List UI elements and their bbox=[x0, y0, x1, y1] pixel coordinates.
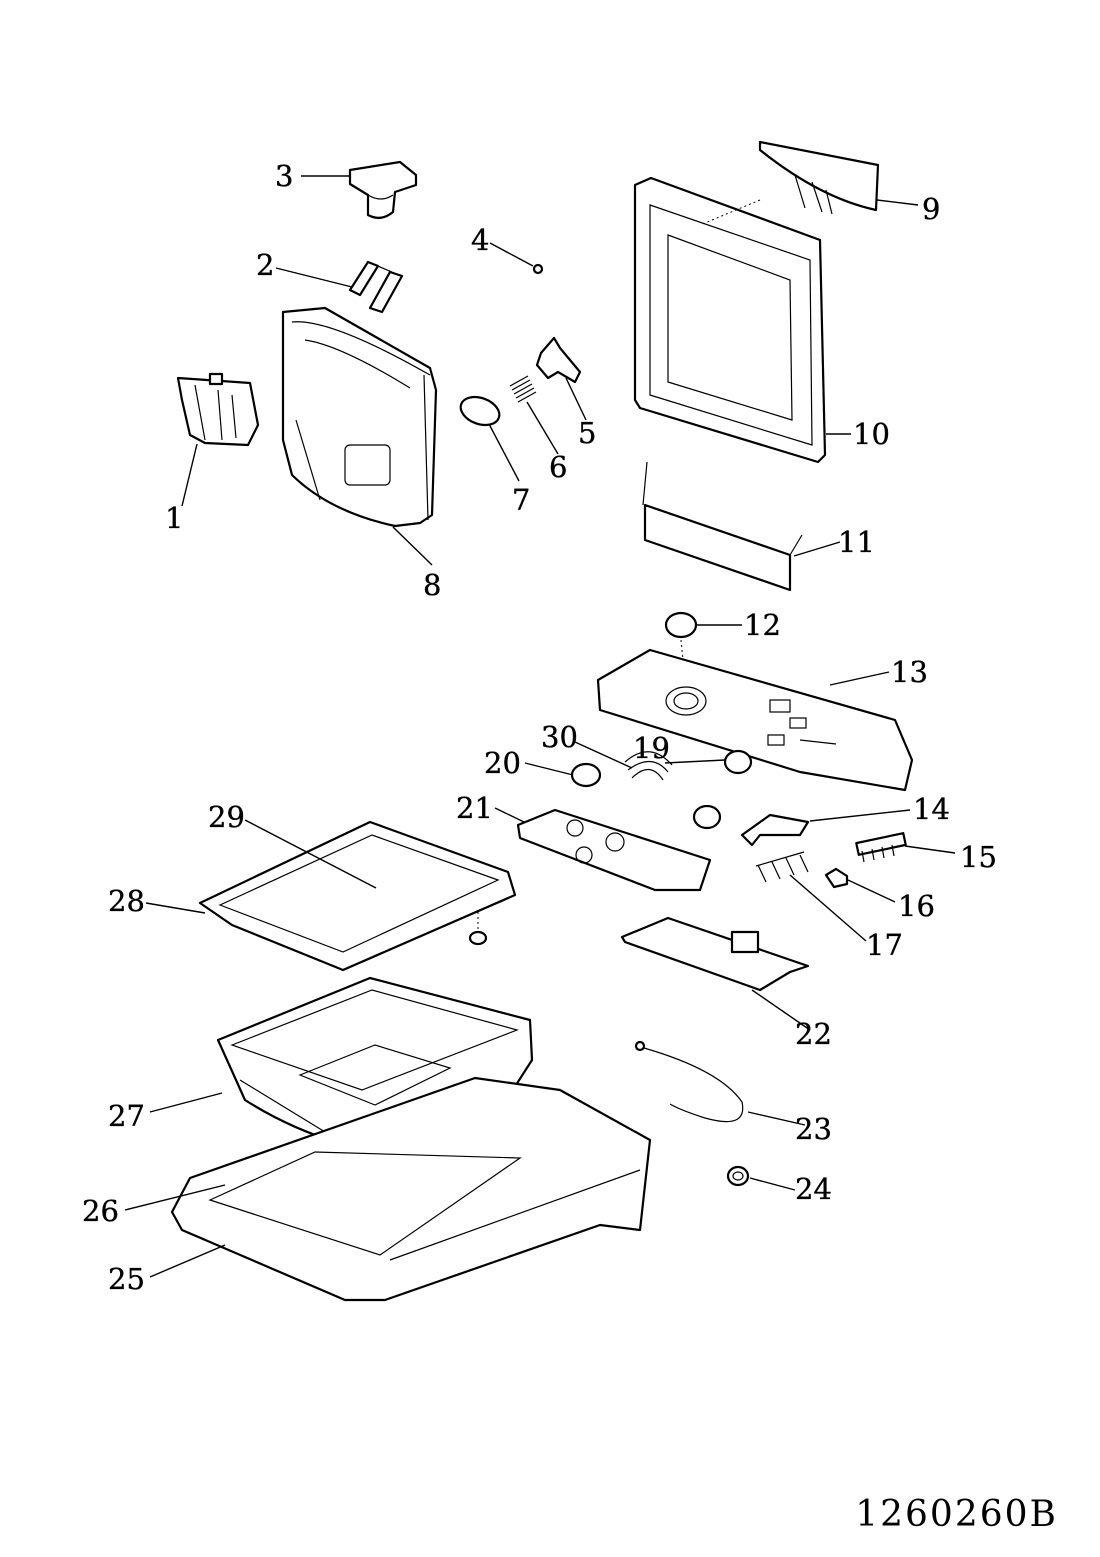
callout-22: 22 bbox=[795, 1017, 832, 1051]
part-22-circuit-board bbox=[620, 916, 810, 992]
part-23-cable bbox=[634, 1040, 744, 1123]
part-11-bracket bbox=[642, 461, 803, 592]
callout-7: 7 bbox=[512, 483, 530, 517]
callout-12: 12 bbox=[744, 608, 781, 642]
part-15-connector bbox=[855, 832, 907, 863]
callout-11: 11 bbox=[838, 525, 875, 559]
callout-6: 6 bbox=[549, 450, 567, 484]
drawing-code: 1260260B bbox=[855, 1494, 1058, 1535]
callout-27: 27 bbox=[108, 1099, 145, 1133]
callout-9: 9 bbox=[922, 192, 940, 226]
leader-lines bbox=[124, 175, 956, 1278]
part-24-grommet bbox=[726, 1165, 750, 1187]
callout-4: 4 bbox=[471, 223, 489, 257]
callout-14: 14 bbox=[913, 792, 950, 826]
part-19-button bbox=[692, 749, 753, 830]
callout-3: 3 bbox=[275, 159, 293, 193]
callout-26: 26 bbox=[82, 1194, 119, 1228]
part-8-dispenser-drawer bbox=[281, 306, 438, 528]
callout-19: 19 bbox=[633, 731, 670, 765]
callout-24: 24 bbox=[795, 1172, 832, 1206]
callout-8: 8 bbox=[423, 568, 441, 602]
callout-5: 5 bbox=[578, 416, 596, 450]
callout-13: 13 bbox=[891, 655, 928, 689]
callout-28: 28 bbox=[108, 884, 145, 918]
part-2-clip bbox=[348, 260, 404, 314]
part-7-button bbox=[459, 395, 501, 427]
part-21-board-support bbox=[516, 808, 712, 892]
part-1-door-lock bbox=[176, 372, 260, 447]
part-10-lid bbox=[633, 176, 827, 464]
callout-16: 16 bbox=[898, 889, 935, 923]
part-3-knob bbox=[348, 160, 418, 219]
callout-17: 17 bbox=[866, 928, 903, 962]
callout-21: 21 bbox=[456, 791, 493, 825]
part-28-top-frame bbox=[198, 820, 517, 972]
part-14-key-panel bbox=[740, 813, 810, 847]
callout-15: 15 bbox=[960, 840, 997, 874]
callout-2: 2 bbox=[256, 248, 274, 282]
part-5-lever bbox=[535, 336, 582, 384]
part-6-spring bbox=[509, 375, 537, 403]
callout-1: 1 bbox=[165, 501, 183, 535]
callout-23: 23 bbox=[795, 1112, 832, 1146]
callout-29: 29 bbox=[208, 800, 245, 834]
part-16-clip bbox=[824, 867, 849, 889]
callout-25: 25 bbox=[108, 1262, 145, 1296]
part-13-control-panel bbox=[596, 648, 914, 792]
part-20-button bbox=[570, 762, 602, 788]
part-9-handle bbox=[758, 140, 880, 215]
callout-10: 10 bbox=[853, 417, 890, 451]
callout-30: 30 bbox=[541, 720, 578, 754]
callout-labels: 1 2 3 4 5 6 7 8 9 10 11 12 13 14 15 16 1… bbox=[82, 159, 997, 1296]
part-25-base-frame bbox=[170, 1076, 652, 1302]
part-17-terminals bbox=[755, 851, 809, 883]
part-4-screw bbox=[532, 263, 544, 275]
callout-20: 20 bbox=[484, 746, 521, 780]
